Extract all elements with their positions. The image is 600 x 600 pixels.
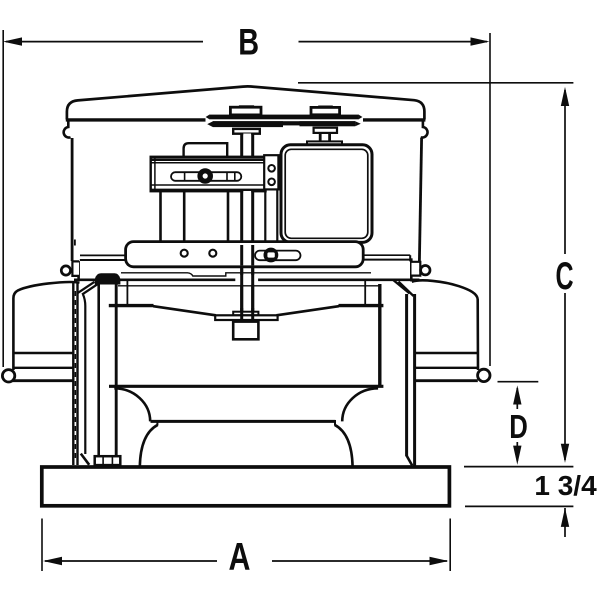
svg-text:A: A [229, 537, 251, 579]
svg-text:D: D [509, 409, 528, 446]
svg-text:B: B [238, 22, 259, 63]
svg-text:C: C [555, 255, 573, 298]
svg-text:1 3/4: 1 3/4 [534, 470, 597, 501]
